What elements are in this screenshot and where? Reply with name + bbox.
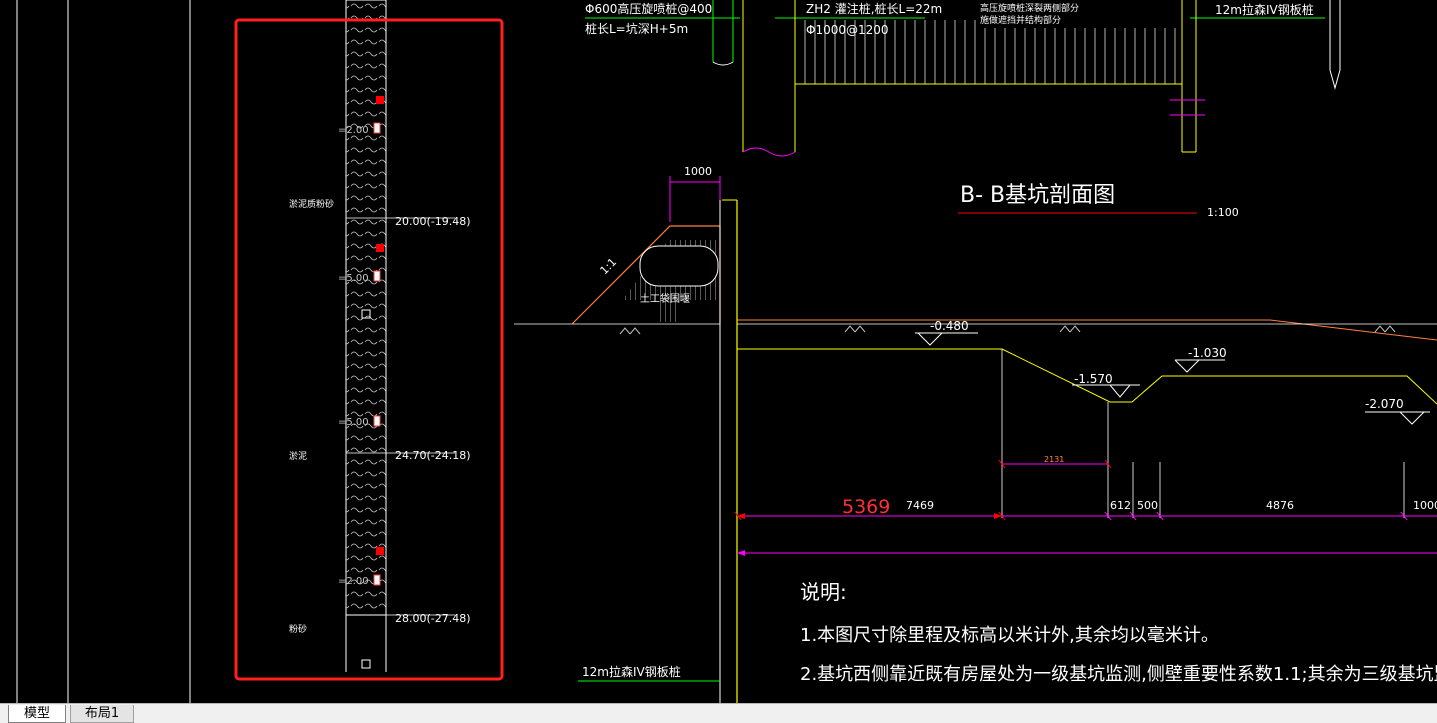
soil-layer-depths: 20.00(-19.48) 24.70(-24.18) 28.00(-27.48…	[395, 215, 471, 625]
dimension-1000: 1000	[1413, 499, 1437, 512]
level-value: -1.570	[1074, 372, 1113, 386]
note-1: 1.本图尺寸除里程及标高以米计外,其余均以毫米计。	[800, 625, 1219, 646]
dimension-612: 612	[1110, 499, 1131, 512]
left-border-lines	[16, 0, 191, 703]
level-value: -2.070	[1365, 397, 1404, 411]
top-leader-lines	[585, 0, 1341, 157]
soil-layer-names: 淤泥质粉砂 淤泥 粉砂	[289, 198, 334, 635]
tab-layout1[interactable]: 布局1	[70, 705, 134, 723]
soil-layer-name: 淤泥质粉砂	[289, 198, 334, 210]
soil-layer-depth: 20.00(-19.48)	[395, 215, 471, 228]
highlight-box	[234, 18, 504, 681]
dimension-values: 5369 7469 2131 612 500 4876 1000	[842, 455, 1437, 518]
dimension-lines	[734, 459, 1437, 556]
top-hatch	[804, 20, 1176, 84]
dimension-500: 500	[1137, 499, 1158, 512]
cofferdam: 1000 1:1 土工袋围堰	[571, 165, 721, 325]
dimension-4876: 4876	[1266, 499, 1294, 512]
layout-tab-bar: 模型 布局1	[0, 703, 1437, 723]
tab-model[interactable]: 模型	[8, 705, 66, 723]
width-dimension: 1000	[684, 165, 712, 178]
sheet-pile-wall	[719, 199, 738, 703]
pile-label-zh2-1: ZH2 灌注桩,桩长L=22m	[806, 1, 942, 16]
spt-value: =5.00	[338, 273, 369, 284]
ground-lines	[514, 319, 1437, 341]
pile-label-far-right: 12m拉森IV钢板桩	[1215, 2, 1314, 17]
notes-title: 说明:	[800, 580, 847, 604]
pile-label-right-1: 高压旋喷桩深裂两侧部分	[980, 2, 1079, 14]
cad-drawing-canvas[interactable]: =2.00 =5.00 =5.00 =2.00 淤泥质粉砂 淤泥 粉砂 20.0…	[0, 0, 1437, 703]
borehole-column	[345, 0, 455, 672]
notes: 说明: 1.本图尺寸除里程及标高以米计外,其余均以毫米计。 2.基坑西侧靠近既有…	[800, 580, 1437, 685]
spt-values: =2.00 =5.00 =5.00 =2.00	[338, 125, 369, 587]
level-markers	[915, 332, 1430, 425]
dimension-5369: 5369	[842, 496, 890, 518]
level-values: -0.480 -1.570 -1.030 -2.070	[930, 319, 1404, 411]
level-value: -1.030	[1188, 346, 1227, 360]
soil-layer-depth: 28.00(-27.48)	[395, 612, 471, 625]
spt-value: =2.00	[338, 125, 369, 136]
excavation-profile	[737, 348, 1437, 518]
spt-value: =5.00	[338, 417, 369, 428]
pile-label-zh2-2: Φ1000@1200	[806, 23, 889, 37]
soil-layer-name: 粉砂	[289, 623, 307, 635]
soil-layer-depth: 24.70(-24.18)	[395, 449, 471, 462]
section-title: B- B基坑剖面图	[960, 183, 1115, 208]
pile-label-left-1: Φ600高压旋喷桩@400	[585, 1, 712, 16]
section-scale: 1:100	[1207, 206, 1239, 219]
spt-value: =2.00	[338, 576, 369, 587]
dimension-2131: 2131	[1044, 455, 1064, 464]
note-2: 2.基坑西侧靠近既有房屋处为一级基坑监测,侧壁重要性系数1.1;其余为三级基坑监…	[800, 664, 1437, 685]
bottom-pile-label: 12m拉森IV钢板桩	[582, 664, 681, 679]
top-pile-labels: Φ600高压旋喷桩@400 桩长L=坑深H+5m ZH2 灌注桩,桩长L=22m…	[585, 1, 1314, 37]
soil-layer-name: 淤泥	[289, 450, 307, 462]
cofferdam-label: 土工袋围堰	[640, 292, 690, 305]
sample-markers	[361, 96, 384, 669]
slope-ratio: 1:1	[598, 255, 620, 277]
pile-label-left-2: 桩长L=坑深H+5m	[585, 21, 688, 36]
dimension-7469: 7469	[906, 499, 934, 512]
level-value: -0.480	[930, 319, 969, 333]
pile-label-right-2: 施做遮挡并结构部分	[980, 14, 1061, 26]
